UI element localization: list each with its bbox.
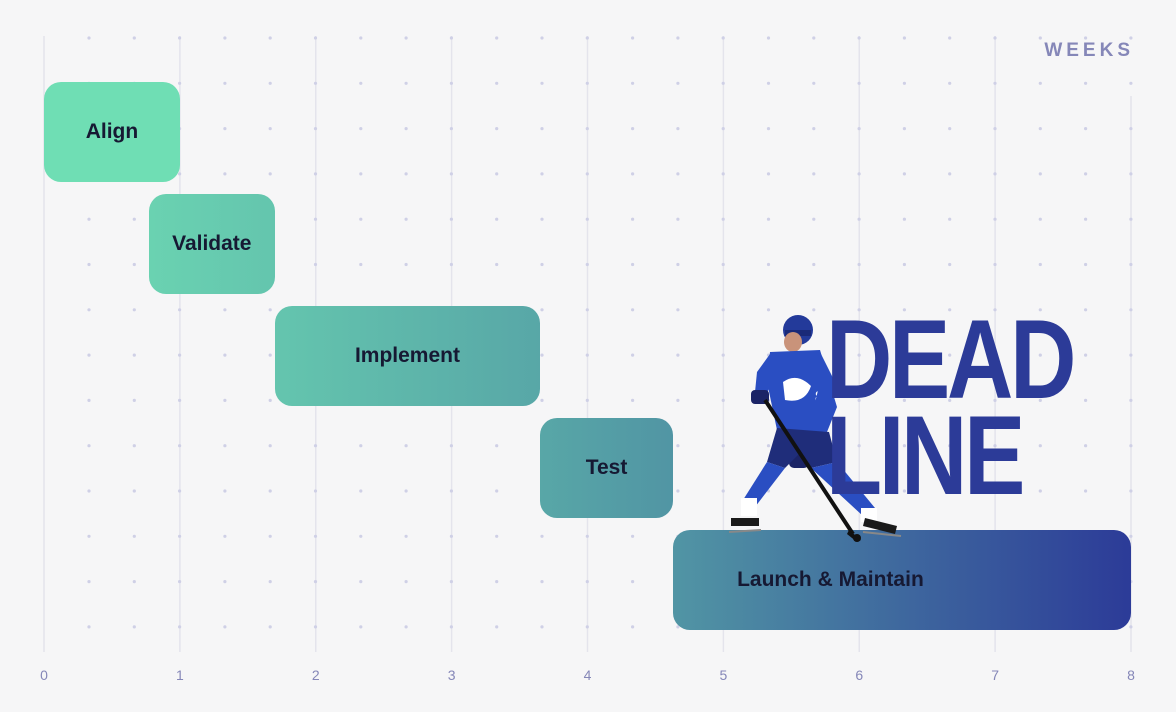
headline-line-1: DEAD [826,297,1076,422]
task-bar[interactable]: Align [44,82,180,182]
x-tick-label: 7 [991,667,1000,683]
task-label: Validate [172,232,252,255]
axis-unit-label: WEEKS [1044,40,1134,61]
x-tick-label: 5 [719,667,728,683]
task-label: Implement [354,344,460,367]
task-label: Test [585,456,628,479]
x-tick-label: 3 [447,667,456,683]
task-label: Align [85,120,139,143]
task-label: Launch & Maintain [737,568,924,591]
headline-line-2: LINE [826,393,1025,519]
x-tick-label: 1 [175,667,184,683]
task-bar[interactable]: Launch & Maintain [673,530,1131,630]
task-bar[interactable]: Implement [274,306,540,406]
x-tick-label: 8 [1127,667,1135,683]
deadline-headline: DEAD LINE [826,297,1076,519]
task-bar[interactable]: Test [539,418,674,518]
x-tick-label: 4 [583,667,592,683]
x-tick-label: 6 [855,667,864,683]
task-bar[interactable]: Validate [148,194,275,294]
x-tick-label: 2 [311,667,320,683]
x-tick-label: 0 [40,667,48,683]
hockey-player-skating-icon: 8 [728,315,902,542]
